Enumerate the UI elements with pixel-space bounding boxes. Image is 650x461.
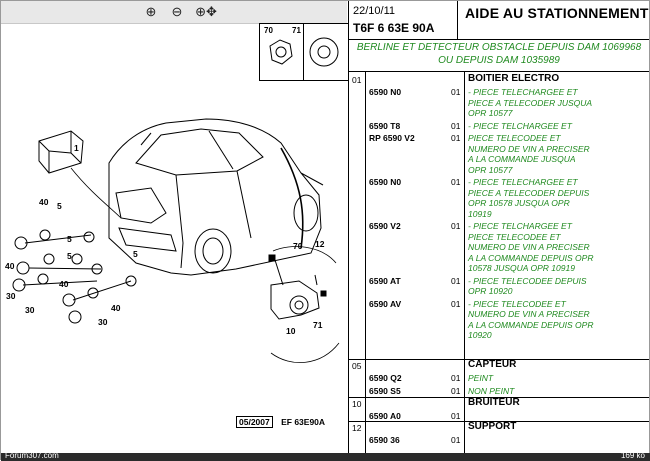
subtitle-line-2: OU DEPUIS DAM 1035989: [438, 55, 560, 66]
exploded-diagram: 1 5 40 5 5 5 40 30 30 40 40 30 70 12 71 …: [1, 23, 347, 453]
part-quantity: 01: [451, 373, 461, 383]
callout-10: 10: [286, 326, 296, 336]
callout-40c: 40: [59, 279, 69, 289]
section-number: 01: [352, 75, 362, 85]
section-number: 12: [352, 423, 362, 433]
part-quantity: 01: [451, 275, 461, 286]
part-description: OPR 10578 JUSQUA OPR: [468, 198, 570, 208]
section-title: CAPTEUR: [468, 359, 517, 370]
callout-40: 40: [39, 197, 49, 207]
part-description: A LA COMMANDE JUSQUA: [468, 154, 576, 164]
subtitle-line-1: BERLINE ET DETECTEUR OBSTACLE DEPUIS DAM…: [356, 42, 642, 53]
part-description: - PIECE TELECHARGEE ET: [468, 177, 578, 187]
part-description: OPR 10920: [468, 286, 513, 296]
zoom-in-icon[interactable]: ⊕: [145, 4, 157, 19]
part-description: PEINT: [468, 373, 494, 383]
part-quantity: 01: [451, 385, 461, 396]
subtitle: BERLINE ET DETECTEUR OBSTACLE DEPUIS DAM…: [349, 41, 649, 67]
callout-40d: 40: [111, 303, 121, 313]
part-quantity: 01: [451, 435, 461, 445]
part-description: NUMERO DE VIN A PRECISER: [468, 242, 590, 252]
part-quantity: 01: [451, 298, 461, 309]
part-description: PIECE A TELECODER DEPUIS: [468, 187, 590, 198]
callout-30: 30: [6, 291, 16, 301]
callout-1: 1: [74, 143, 79, 153]
part-description: A LA COMMANDE DEPUIS OPR: [468, 252, 594, 263]
part-number[interactable]: 6590 N0: [369, 87, 402, 97]
section-title: BRUITEUR: [468, 397, 520, 408]
callout-5c: 5: [67, 251, 72, 261]
section-divider: [349, 397, 649, 398]
part-description: NUMERO DE VIN A PRECISER: [468, 143, 590, 154]
drawing-stamp: 05/2007 EF 63E90A: [236, 416, 326, 428]
part-description: 10578 JUSQUA OPR 10919: [468, 263, 575, 273]
part-quantity: 01: [451, 87, 461, 97]
section-divider: [349, 421, 649, 422]
callout-12: 12: [315, 239, 325, 249]
part-number[interactable]: 6590 S5: [369, 385, 401, 396]
part-description: NON PEINT: [468, 385, 515, 396]
footer-left: Forum307.com: [5, 451, 59, 460]
part-description: - PIECE TELECODEE ET: [468, 298, 566, 309]
section-number: 05: [352, 361, 362, 371]
part-description: 10919: [468, 208, 492, 219]
fastener-inset: 70 71: [259, 23, 349, 81]
part-description: PIECE TELECODEE ET: [468, 133, 561, 143]
callout-71: 71: [313, 320, 323, 330]
part-quantity: 01: [451, 411, 461, 421]
part-number[interactable]: 6590 T8: [369, 120, 401, 131]
part-description: - PIECE TELCHARGEE ET: [468, 120, 572, 131]
part-quantity: 01: [451, 177, 461, 187]
zoom-out-icon[interactable]: ⊖: [171, 4, 183, 19]
part-quantity: 01: [451, 120, 461, 131]
callout-5: 5: [57, 201, 62, 211]
callout-30b: 30: [25, 305, 35, 315]
part-number[interactable]: 6590 A0: [369, 411, 401, 421]
part-number[interactable]: 6590 V2: [369, 221, 401, 231]
part-description: A LA COMMANDE DEPUIS OPR: [468, 319, 594, 330]
zoom-toolbar: ⊕ ⊖ ⊕✥: [1, 1, 347, 24]
section-title: BOITIER ELECTRO: [468, 73, 560, 84]
part-quantity: 01: [451, 221, 461, 231]
section-title: SUPPORT: [468, 421, 517, 432]
fastener-icons: [269, 37, 339, 67]
part-description: PIECE A TELECODER JUSQUA: [468, 97, 593, 108]
callout-70: 70: [293, 241, 303, 251]
car-illustration: 1 5 40 5 5 5 40 30 30 40 40 30 70 12 71 …: [5, 118, 340, 363]
callout-30c: 30: [98, 317, 108, 327]
section-number: 10: [352, 399, 362, 409]
part-number[interactable]: 6590 N0: [369, 177, 402, 187]
inset-label-70: 70: [264, 26, 273, 35]
part-description: 10920: [468, 330, 492, 340]
part-number[interactable]: 6590 Q2: [369, 373, 402, 383]
stamp-date: 05/2007: [236, 416, 273, 428]
inset-label-71: 71: [292, 26, 301, 35]
part-description: NUMERO DE VIN A PRECISER: [468, 309, 590, 319]
callout-5b: 5: [67, 234, 72, 244]
part-description: PIECE TELECODEE ET: [468, 231, 561, 242]
part-number[interactable]: 6590 AV: [369, 298, 402, 309]
callout-40b: 40: [5, 261, 15, 271]
part-number[interactable]: RP 6590 V2: [369, 133, 415, 143]
part-quantity: 01: [451, 133, 461, 143]
part-number[interactable]: 6590 AT: [369, 275, 401, 286]
part-description: OPR 10577: [468, 164, 513, 175]
callout-5d: 5: [133, 249, 138, 259]
part-number[interactable]: 6590 36: [369, 435, 400, 445]
status-bar: Forum307.com 169 ko: [1, 451, 650, 461]
parts-panel: 22/10/11 T6F 6 63E 90A AIDE AU STATIONNE…: [348, 1, 649, 453]
section-divider: [349, 359, 649, 360]
stamp-ref: EF 63E90A: [281, 417, 326, 427]
zoom-pan-icon[interactable]: ⊕✥: [195, 4, 217, 19]
part-description: - PIECE TELECHARGEE ET: [468, 87, 578, 97]
part-description: - PIECE TELECODEE DEPUIS: [468, 275, 587, 286]
header-date: 22/10/11: [353, 5, 396, 17]
part-description: OPR 10577: [468, 108, 513, 118]
header-ref: T6F 6 63E 90A: [353, 21, 435, 35]
part-description: - PIECE TELCHARGEE ET: [468, 221, 572, 231]
page-title: AIDE AU STATIONNEMENT: [465, 5, 649, 21]
footer-right: 169 ko: [620, 451, 645, 460]
